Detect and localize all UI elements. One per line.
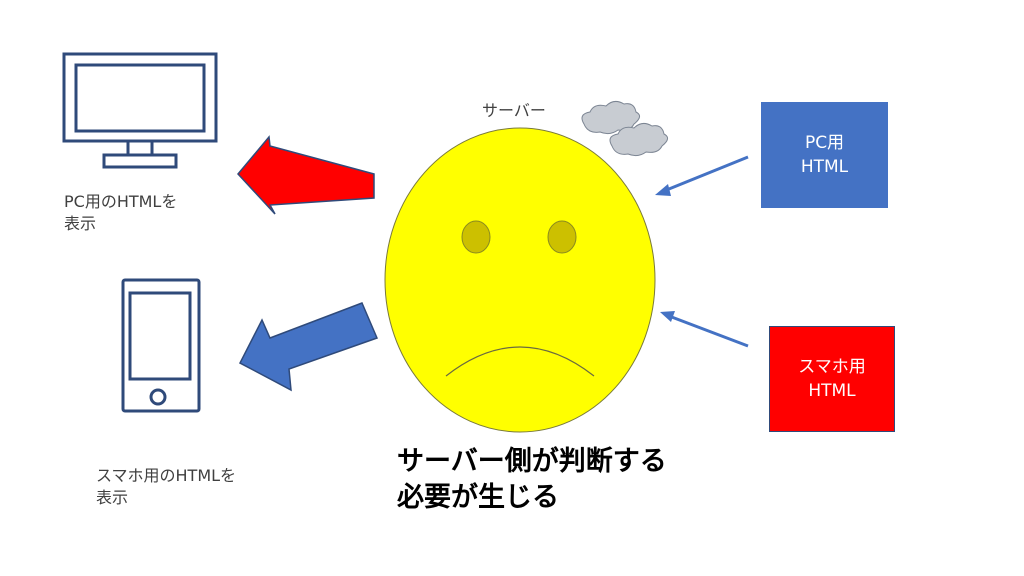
pc-html-box-line2: HTML — [800, 157, 849, 177]
red-arrow-to-pc — [237, 135, 375, 215]
phone-caption-line1: スマホ用のHTMLを — [96, 466, 237, 485]
pc-caption-line1: PC用のHTMLを — [64, 192, 178, 211]
main-caption: サーバー側が判断する 必要が生じる — [397, 444, 667, 516]
pc-caption-line2: 表示 — [64, 214, 97, 233]
main-caption-line1: サーバー側が判断する — [397, 446, 667, 477]
monitor-icon — [62, 52, 218, 169]
right-eye — [547, 220, 577, 254]
sp-html-box: スマホ用 HTML — [769, 326, 895, 432]
pc-html-box: PC用 HTML — [761, 102, 888, 208]
phone-caption-line2: 表示 — [96, 488, 129, 507]
blue-arrow-to-phone — [238, 302, 379, 392]
thin-arrow-pc-html — [655, 155, 749, 196]
frown-mouth — [445, 346, 595, 377]
phone-caption: スマホ用のHTMLを 表示 — [96, 465, 236, 509]
worried-face — [384, 127, 656, 433]
left-eye — [461, 220, 491, 254]
sp-html-box-line1: スマホ用 — [798, 357, 866, 377]
pc-html-box-line1: PC用 — [804, 133, 845, 153]
sp-html-box-line2: HTML — [808, 381, 856, 401]
pc-caption: PC用のHTMLを 表示 — [64, 191, 177, 235]
smartphone-icon — [121, 278, 201, 413]
steam-clouds — [581, 100, 668, 157]
main-caption-line2: 必要が生じる — [397, 482, 559, 513]
server-label: サーバー — [482, 101, 546, 120]
thin-arrow-sp-html — [660, 311, 749, 348]
